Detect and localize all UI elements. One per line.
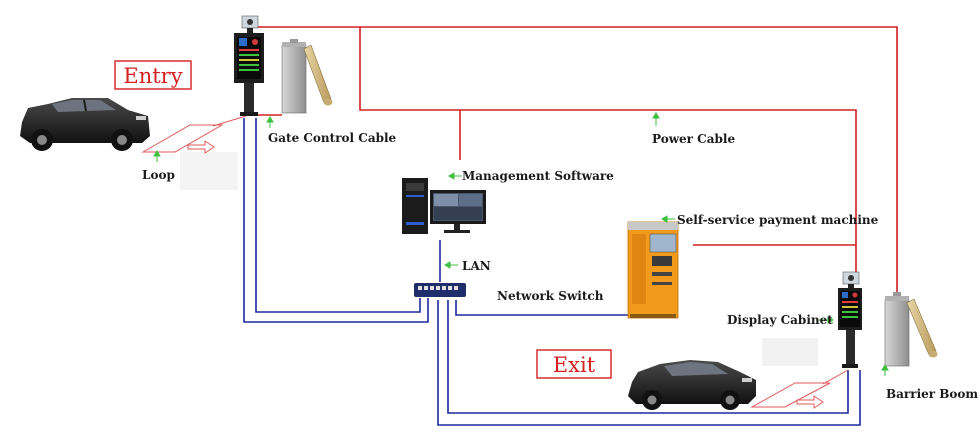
power-line-top (258, 26, 857, 280)
power-cable-lines (258, 26, 898, 295)
entry-display-cabinet (234, 15, 264, 116)
entry-loop-marker (141, 115, 247, 154)
lan-kiosk (455, 300, 628, 316)
payment-kiosk (627, 221, 679, 319)
management-software-label: Management Software (462, 169, 614, 183)
lan-exit-inner (447, 300, 849, 414)
loop-label: Loop (142, 168, 175, 182)
exit-title: Exit (536, 349, 612, 379)
network-switch-label: Network Switch (497, 289, 604, 303)
exit-barrier-boom (884, 292, 938, 367)
exit-label: Exit (553, 353, 596, 377)
lan-label: LAN (462, 259, 491, 273)
display-cabinet-label: Display Cabinet (727, 313, 833, 327)
management-computer (402, 178, 486, 234)
entry-barrier-boom (281, 39, 333, 114)
exit-display-cabinet (838, 271, 862, 368)
barrier-boom-label: Barrier Boom (886, 387, 978, 401)
power-line-outer (360, 26, 898, 295)
lan-exit-outer (437, 300, 861, 426)
gate-control-cable-label: Gate Control Cable (268, 131, 397, 145)
lan-entry-inner (255, 118, 421, 313)
entry-label: Entry (123, 64, 182, 88)
label-pointers (153, 112, 889, 376)
network-switch-device (414, 283, 466, 297)
power-cable-label: Power Cable (652, 132, 735, 146)
shadow-panel (762, 338, 818, 366)
exit-loop-marker (750, 369, 849, 409)
entry-title: Entry (114, 60, 192, 90)
lan-entry-outer (243, 118, 429, 323)
entry-car (20, 98, 150, 151)
shadow-panel (180, 152, 238, 190)
self-service-payment-label: Self-service payment machine (677, 213, 879, 227)
exit-car (628, 360, 756, 410)
lan-cable-lines (243, 118, 861, 426)
